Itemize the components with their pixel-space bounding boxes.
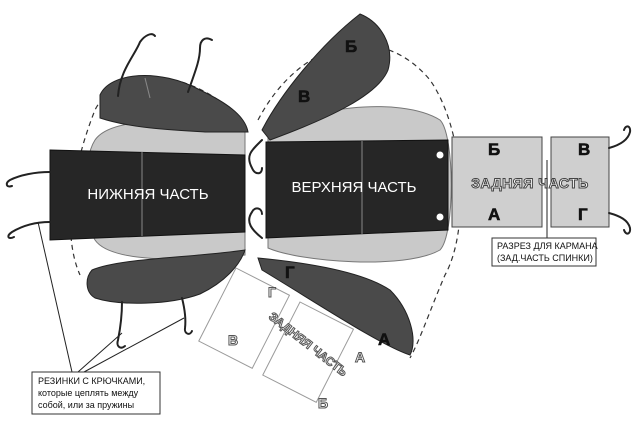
letter-v-back: В xyxy=(578,140,590,159)
letter-b-back: Б xyxy=(488,140,500,159)
rotated-back-part-group: Г В А Б ЗАДНЯЯ ЧАСТЬ xyxy=(198,267,366,412)
letter-v-rotated: В xyxy=(228,332,238,348)
hook-lower-left-top xyxy=(5,171,51,188)
letter-g-bottom-strip: Г xyxy=(285,263,295,282)
hooks-note-line-3: собой, или за пружины xyxy=(38,400,134,410)
hook-middle-bottom xyxy=(248,207,263,239)
lower-part-top-flap xyxy=(99,74,249,133)
hooks-note-line-1: РЕЗИНКИ С КРЮЧКАМИ, xyxy=(38,376,145,386)
letter-a-back: А xyxy=(488,205,500,224)
hook-lower-top-right xyxy=(187,37,213,93)
hooks-note-line-2: которые цеплять между xyxy=(38,388,139,398)
lower-part-bottom-flap xyxy=(86,249,246,304)
back-part-label: ЗАДНЯЯ ЧАСТЬ xyxy=(471,175,588,191)
hook-lower-bottom-right xyxy=(181,297,193,335)
hook-lower-top-left xyxy=(117,33,156,97)
letter-a-rotated: А xyxy=(355,349,365,365)
hook-lower-bottom-left xyxy=(116,301,126,349)
hook-middle-top xyxy=(248,139,263,175)
rotated-back-panel-right xyxy=(262,301,355,403)
upper-part-label: ВЕРХНЯЯ ЧАСТЬ xyxy=(291,179,416,196)
letter-b-rotated: Б xyxy=(318,395,328,411)
upper-hole-top xyxy=(436,151,444,159)
hook-lower-left-bottom xyxy=(7,221,51,240)
back-part-panel-left xyxy=(451,136,543,228)
letter-g-back: Г xyxy=(578,205,588,224)
pocket-note-line-2: (ЗАД.ЧАСТЬ СПИНКИ) xyxy=(497,253,593,263)
hook-back-right-top xyxy=(608,125,632,149)
leader-line-hooks-1 xyxy=(37,221,73,373)
letter-g-rotated: Г xyxy=(268,284,276,300)
back-part-panel-right xyxy=(550,136,610,228)
hooks-note-box xyxy=(31,371,161,415)
letter-a-bottom-strip: А xyxy=(378,330,390,349)
pocket-note-line-1: РАЗРЕЗ ДЛЯ КАРМАНА xyxy=(497,241,598,251)
upper-part-top-strip xyxy=(261,13,391,141)
leader-line-hooks-2 xyxy=(77,332,123,373)
upper-hole-bottom xyxy=(436,213,444,221)
upper-part-bottom-strip xyxy=(257,257,414,356)
upper-part-center-panel xyxy=(265,139,449,239)
lower-part-center-panel xyxy=(49,149,246,241)
lower-flap-notch xyxy=(144,77,151,99)
pocket-note-box xyxy=(491,237,597,267)
letter-b-top-strip: Б xyxy=(345,37,357,56)
lower-part-label: НИЖНЯЯ ЧАСТЬ xyxy=(87,186,208,203)
leader-line-hooks-3 xyxy=(83,317,185,373)
rotated-back-panel-left xyxy=(198,267,291,369)
hook-back-right-bottom xyxy=(608,212,632,235)
letter-v-top-strip: В xyxy=(298,87,310,106)
